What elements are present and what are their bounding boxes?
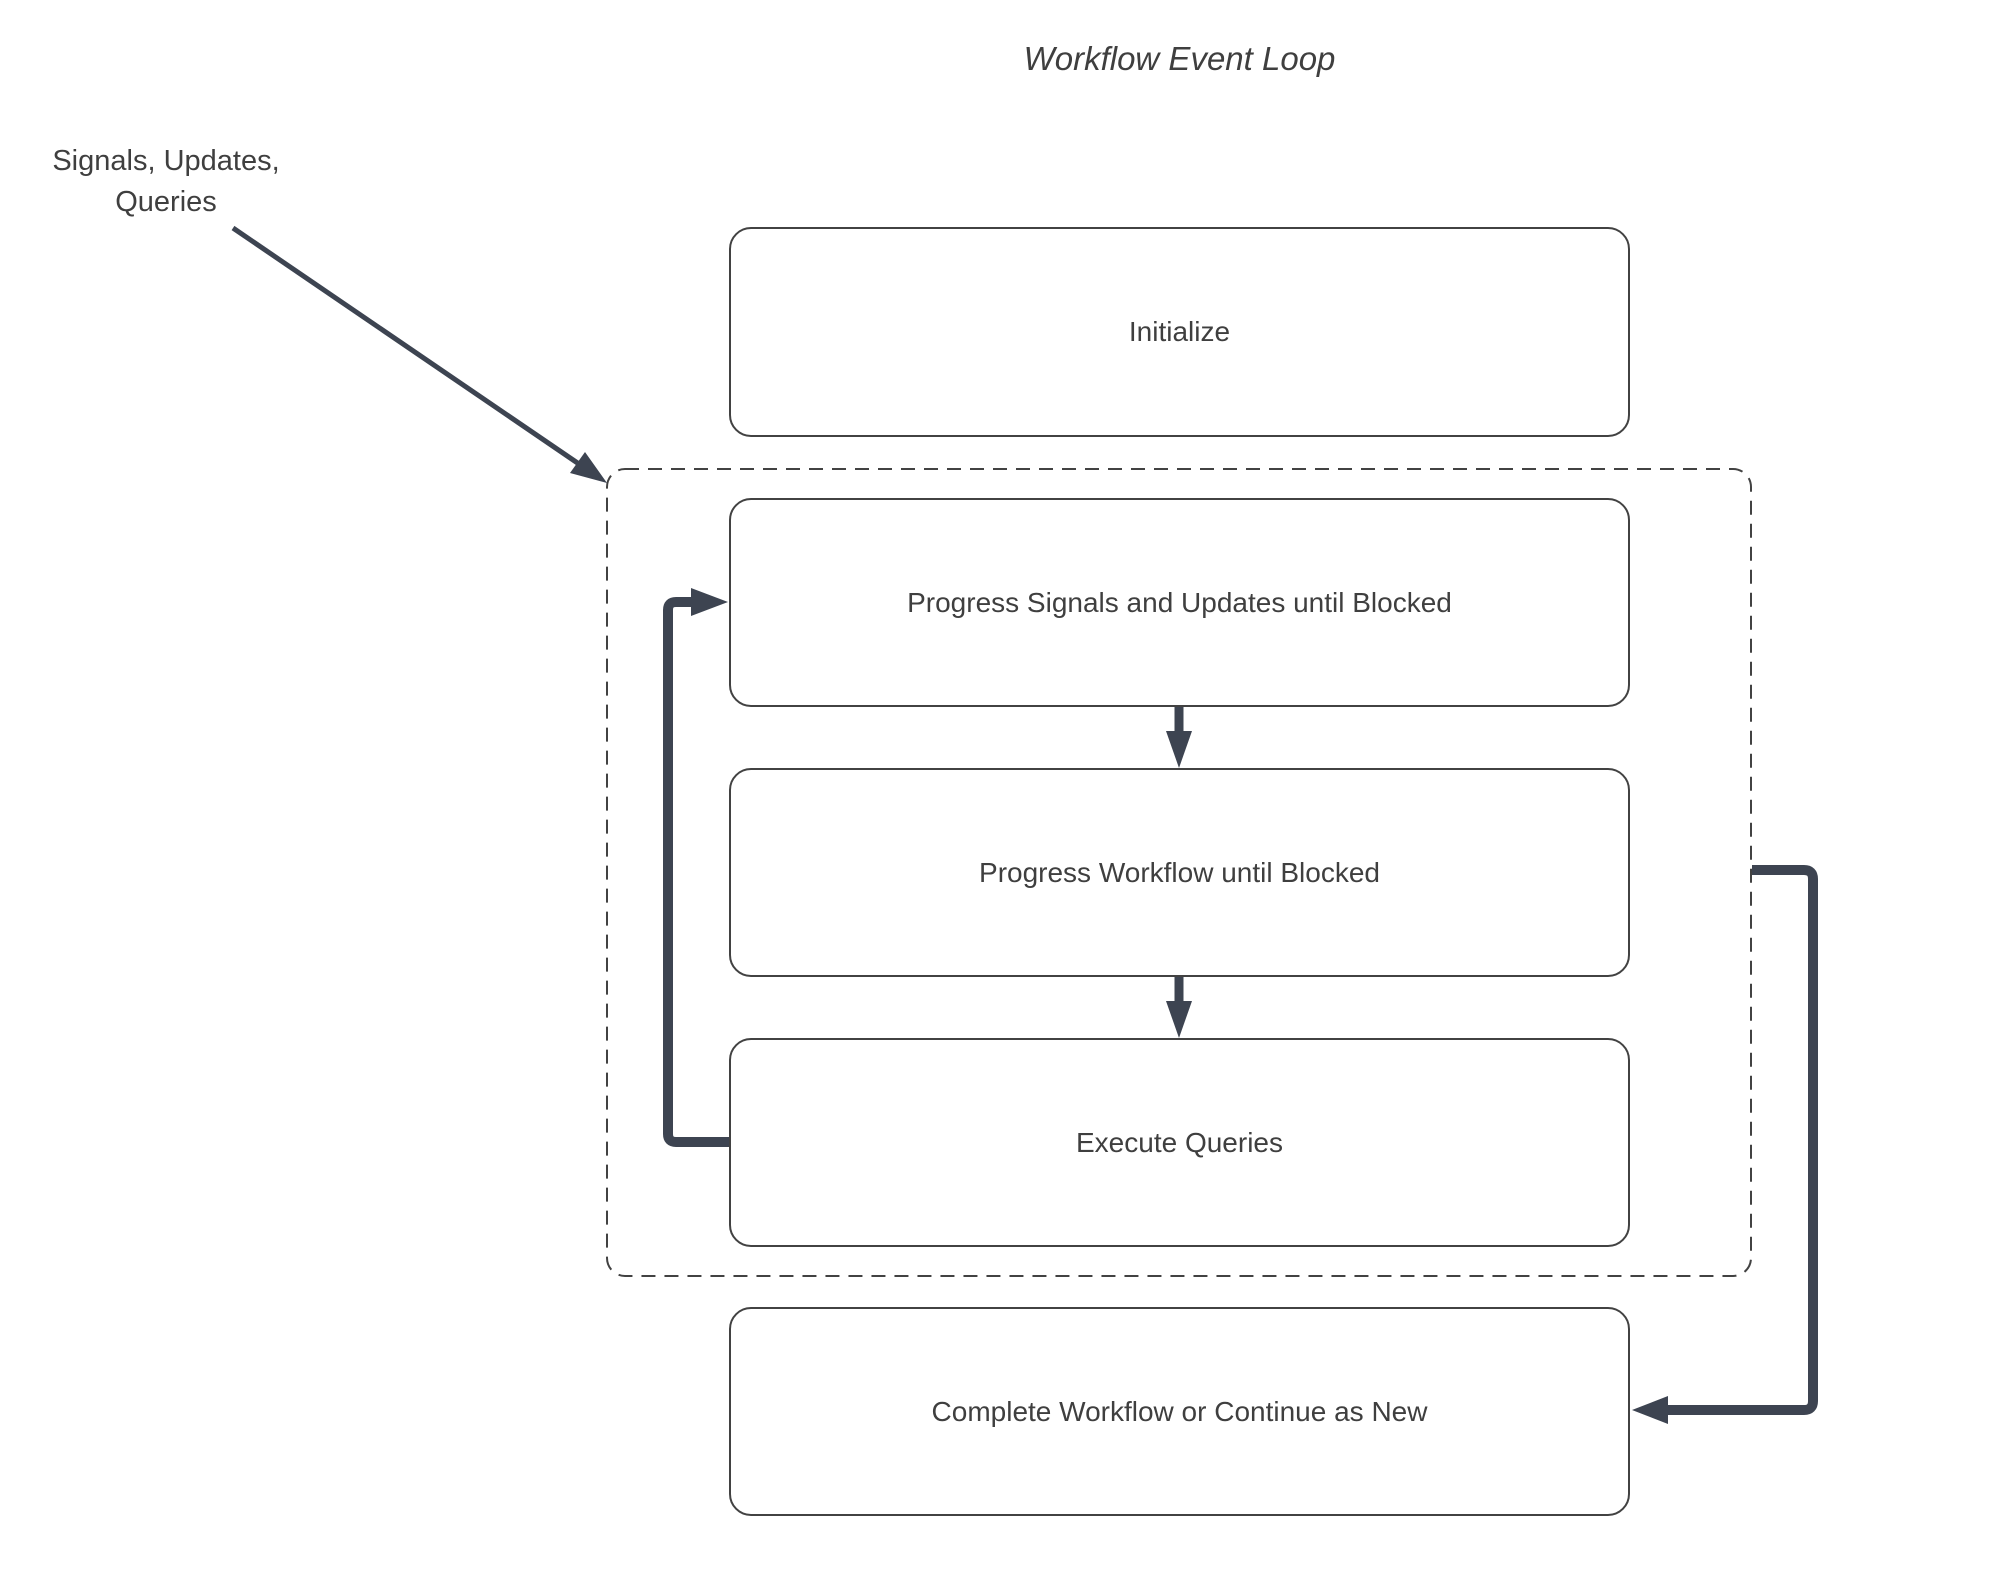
flow-arrow-1-head-icon: [1166, 731, 1192, 768]
signals-input-arrow-line: [231, 225, 581, 467]
node-progress-workflow: Progress Workflow until Blocked: [729, 768, 1630, 977]
loop-back-arrowhead-icon: [691, 588, 728, 616]
continue-arrowhead-icon: [1632, 1396, 1668, 1424]
signals-updates-queries-label: Signals, Updates, Queries: [52, 145, 280, 218]
continue-arrow-line: [1666, 865, 1818, 1415]
node-progress-signals-and-updates: Progress Signals and Updates until Block…: [729, 498, 1630, 707]
signals-input-arrowhead-icon: [570, 452, 607, 483]
flow-arrow-2-head-icon: [1166, 1001, 1192, 1038]
diagram-title: Workflow Event Loop: [1023, 40, 1336, 77]
loop-back-arrow-line: [663, 597, 729, 1147]
node-complete-workflow: Complete Workflow or Continue as New: [729, 1307, 1630, 1516]
node-execute-queries: Execute Queries: [729, 1038, 1630, 1247]
node-initialize: Initialize: [729, 227, 1630, 437]
